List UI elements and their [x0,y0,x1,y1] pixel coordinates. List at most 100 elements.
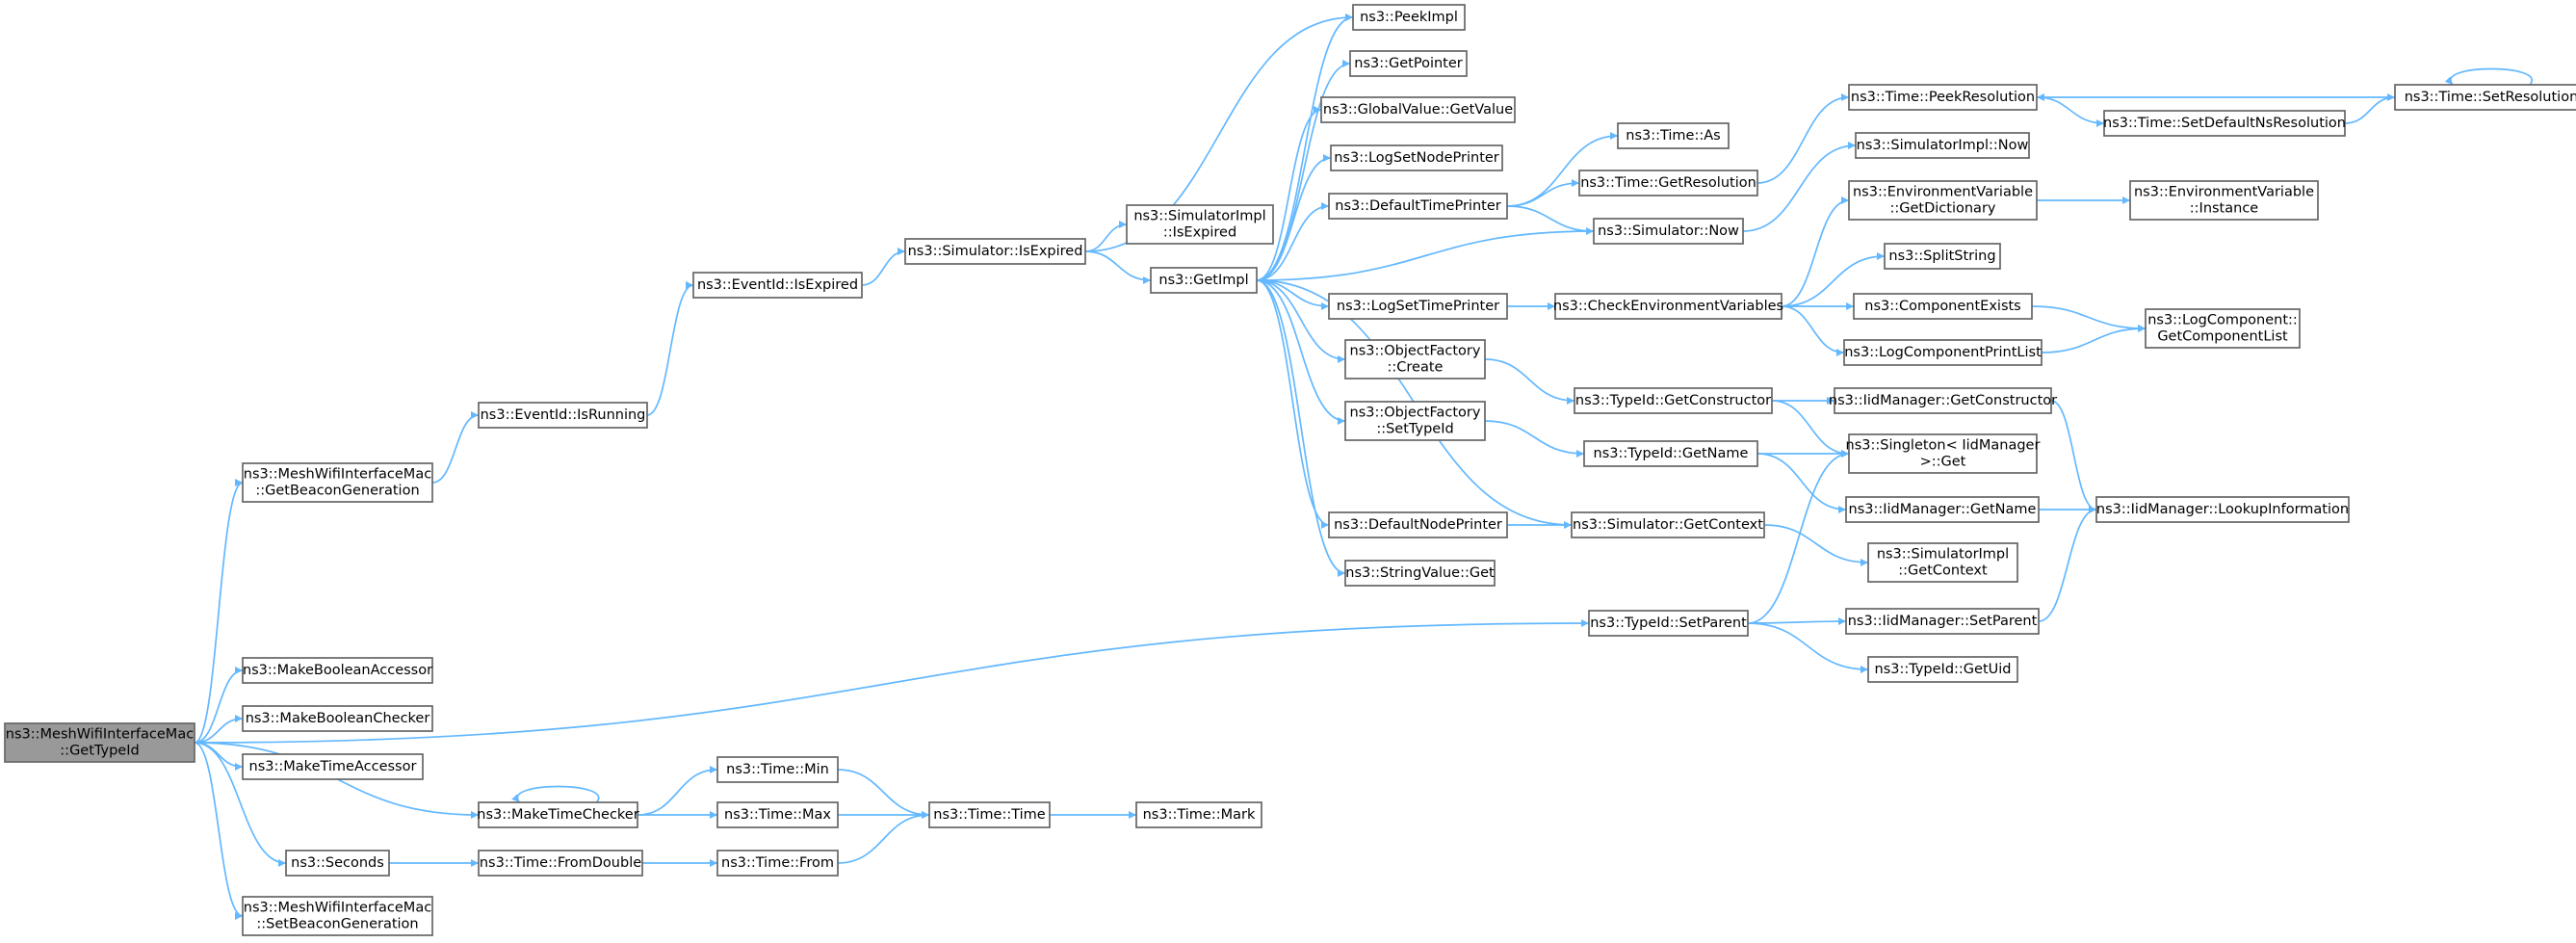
node-label: ns3::MakeBooleanAccessor [243,663,432,678]
edge-check-env-vars-to-log-component-print-list [1781,305,1845,356]
node-box [1617,122,1730,149]
node-time-peek-resolution[interactable]: ns3::Time::PeekResolution [1848,84,2038,111]
node-root[interactable]: ns3::MeshWifiInterfaceMac::GetTypeId [4,722,195,763]
node-check-env-vars[interactable]: ns3::CheckEnvironmentVariables [1553,293,1783,320]
edge-sim-get-context-to-sim-impl-get-context [1763,524,1869,566]
node-get-beacon-gen[interactable]: ns3::MeshWifiInterfaceMac::GetBeaconGene… [242,462,433,503]
node-default-time-printer[interactable]: ns3::DefaultTimePrinter [1328,193,1508,220]
node-label: ns3::LogSetNodePrinter [1334,150,1499,166]
node-get-impl[interactable]: ns3::GetImpl [1150,267,1258,294]
node-time-from[interactable]: ns3::Time::From [716,850,839,877]
node-split-string[interactable]: ns3::SplitString [1884,243,2001,270]
node-box [1330,144,1503,171]
node-type-id-get-constructor[interactable]: ns3::TypeId::GetConstructor [1574,387,1773,414]
node-log-set-node-printer[interactable]: ns3::LogSetNodePrinter [1330,144,1503,171]
node-env-var-instance[interactable]: ns3::EnvironmentVariable::Instance [2129,180,2319,221]
node-time-get-resolution[interactable]: ns3::Time::GetResolution [1578,170,1758,196]
node-box [692,272,863,299]
node-label: ns3::EnvironmentVariable [2134,185,2314,200]
node-time-as[interactable]: ns3::Time::As [1617,122,1730,149]
edge-get-impl-to-peek-impl [1256,13,1354,281]
node-label: ns3::Seconds [291,855,384,871]
edge-time-get-resolution-to-time-peek-resolution [1756,93,1850,184]
node-type-id-get-uid[interactable]: ns3::TypeId::GetUid [1867,656,2018,683]
node-string-value-get[interactable]: ns3::StringValue::Get [1344,560,1496,587]
node-box [242,705,433,732]
node-sim-now[interactable]: ns3::Simulator::Now [1593,218,1744,245]
node-time-mark[interactable]: ns3::Time::Mark [1135,801,1262,828]
edge-root-to-make-time-acc [194,742,244,771]
node-box [1328,193,1508,220]
node-time-set-default-ns-res[interactable]: ns3::Time::SetDefaultNsResolution [2103,110,2346,137]
node-component-exists[interactable]: ns3::ComponentExists [1853,293,2033,320]
edge-sim-is-expired-to-sim-impl-is-expired [1084,221,1128,252]
node-box [242,462,433,503]
node-global-value-get[interactable]: ns3::GlobalValue::GetValue [1320,96,1516,123]
node-box [1867,656,2018,683]
node-label: ns3::EventId::IsRunning [481,407,646,423]
node-label: ns3::ObjectFactory [1350,344,1481,359]
node-time-set-resolution[interactable]: ns3::Time::SetResolution [2394,84,2576,111]
node-label: ns3::DefaultNodePrinter [1334,517,1502,533]
node-iid-lookup-info[interactable]: ns3::IidManager::LookupInformation [2095,496,2350,523]
node-make-bool-chk[interactable]: ns3::MakeBooleanChecker [242,705,433,732]
node-time-min[interactable]: ns3::Time::Min [716,756,839,783]
node-seconds[interactable]: ns3::Seconds [285,850,390,877]
node-box [4,722,195,763]
node-box [1578,170,1758,196]
node-label: ::IsExpired [1163,225,1236,241]
node-label: >::Get [1920,455,1966,470]
node-log-set-time-printer[interactable]: ns3::LogSetTimePrinter [1328,293,1508,320]
node-singleton-get[interactable]: ns3::Singleton< IidManager >::Get [1846,433,2041,474]
node-event-is-expired[interactable]: ns3::EventId::IsExpired [692,272,863,299]
node-log-component-print-list[interactable]: ns3::LogComponentPrintList [1843,339,2043,366]
node-box [2394,84,2576,111]
edge-root-to-type-id-set-parent [194,619,1590,744]
node-sim-impl-is-expired[interactable]: ns3::SimulatorImpl::IsExpired [1126,204,1274,245]
node-box [1349,50,1468,77]
edge-time-peek-resolution-to-time-set-default-ns-res [2036,96,2105,127]
node-env-var-get-dict[interactable]: ns3::EnvironmentVariable::GetDictionary [1848,180,2038,221]
node-label: ns3::GlobalValue::GetValue [1323,102,1513,118]
node-event-is-running[interactable]: ns3::EventId::IsRunning [478,402,648,429]
node-obj-factory-set-type-id[interactable]: ns3::ObjectFactory::SetTypeId [1344,401,1486,441]
node-label: ::GetContext [1898,563,1988,579]
node-peek-impl[interactable]: ns3::PeekImpl [1352,4,1466,31]
node-sim-impl-now[interactable]: ns3::SimulatorImpl::Now [1855,132,2030,159]
node-make-bool-acc[interactable]: ns3::MakeBooleanAccessor [242,657,433,684]
node-label: ns3::Time::Min [726,762,829,777]
node-make-time-acc[interactable]: ns3::MakeTimeAccessor [242,753,424,780]
node-time-time[interactable]: ns3::Time::Time [928,801,1051,828]
node-label: ns3::MeshWifiInterfaceMac [244,467,431,483]
node-type-id-set-parent[interactable]: ns3::TypeId::SetParent [1588,610,1749,637]
node-log-comp-get-list[interactable]: ns3::LogComponent::GetComponentList [2145,308,2301,349]
node-get-pointer[interactable]: ns3::GetPointer [1349,50,1468,77]
node-box [1574,387,1773,414]
node-iid-get-constructor[interactable]: ns3::IidManager::GetConstructor [1829,387,2057,414]
edge-component-exists-to-log-comp-get-list [2031,305,2147,332]
edge-sim-now-to-get-impl [1256,230,1595,284]
node-iid-set-parent[interactable]: ns3::IidManager::SetParent [1845,608,2040,635]
node-label: ns3::LogComponent:: [2147,313,2298,328]
node-sim-impl-get-context[interactable]: ns3::SimulatorImpl::GetContext [1867,542,2018,583]
node-box [2095,496,2350,523]
node-label: ns3::IidManager::GetConstructor [1829,393,2057,408]
node-default-node-printer[interactable]: ns3::DefaultNodePrinter [1328,511,1508,538]
node-label: ns3::GetPointer [1354,56,1463,71]
node-set-beacon-gen[interactable]: ns3::MeshWifiInterfaceMac::SetBeaconGene… [242,896,433,936]
node-label: ns3::Time::FromDouble [480,855,641,871]
node-label: ::Create [1388,360,1444,376]
node-sim-is-expired[interactable]: ns3::Simulator::IsExpired [904,238,1086,265]
node-label: ns3::Time::Time [933,807,1046,823]
node-label: ns3::TypeId::GetConstructor [1575,393,1771,408]
node-sim-get-context[interactable]: ns3::Simulator::GetContext [1571,511,1765,538]
edge-default-time-printer-to-sim-now [1506,205,1595,235]
node-obj-factory-create[interactable]: ns3::ObjectFactory::Create [1344,339,1486,380]
node-time-from-double[interactable]: ns3::Time::FromDouble [478,850,643,877]
node-type-id-get-name[interactable]: ns3::TypeId::GetName [1583,440,1758,467]
edge-check-env-vars-to-env-var-get-dict [1781,196,1850,307]
node-time-max[interactable]: ns3::Time::Max [716,801,839,828]
node-make-time-chk[interactable]: ns3::MakeTimeChecker [477,801,639,828]
edge-get-impl-to-global-value-get [1256,106,1322,281]
node-iid-get-name[interactable]: ns3::IidManager::GetName [1845,496,2040,523]
